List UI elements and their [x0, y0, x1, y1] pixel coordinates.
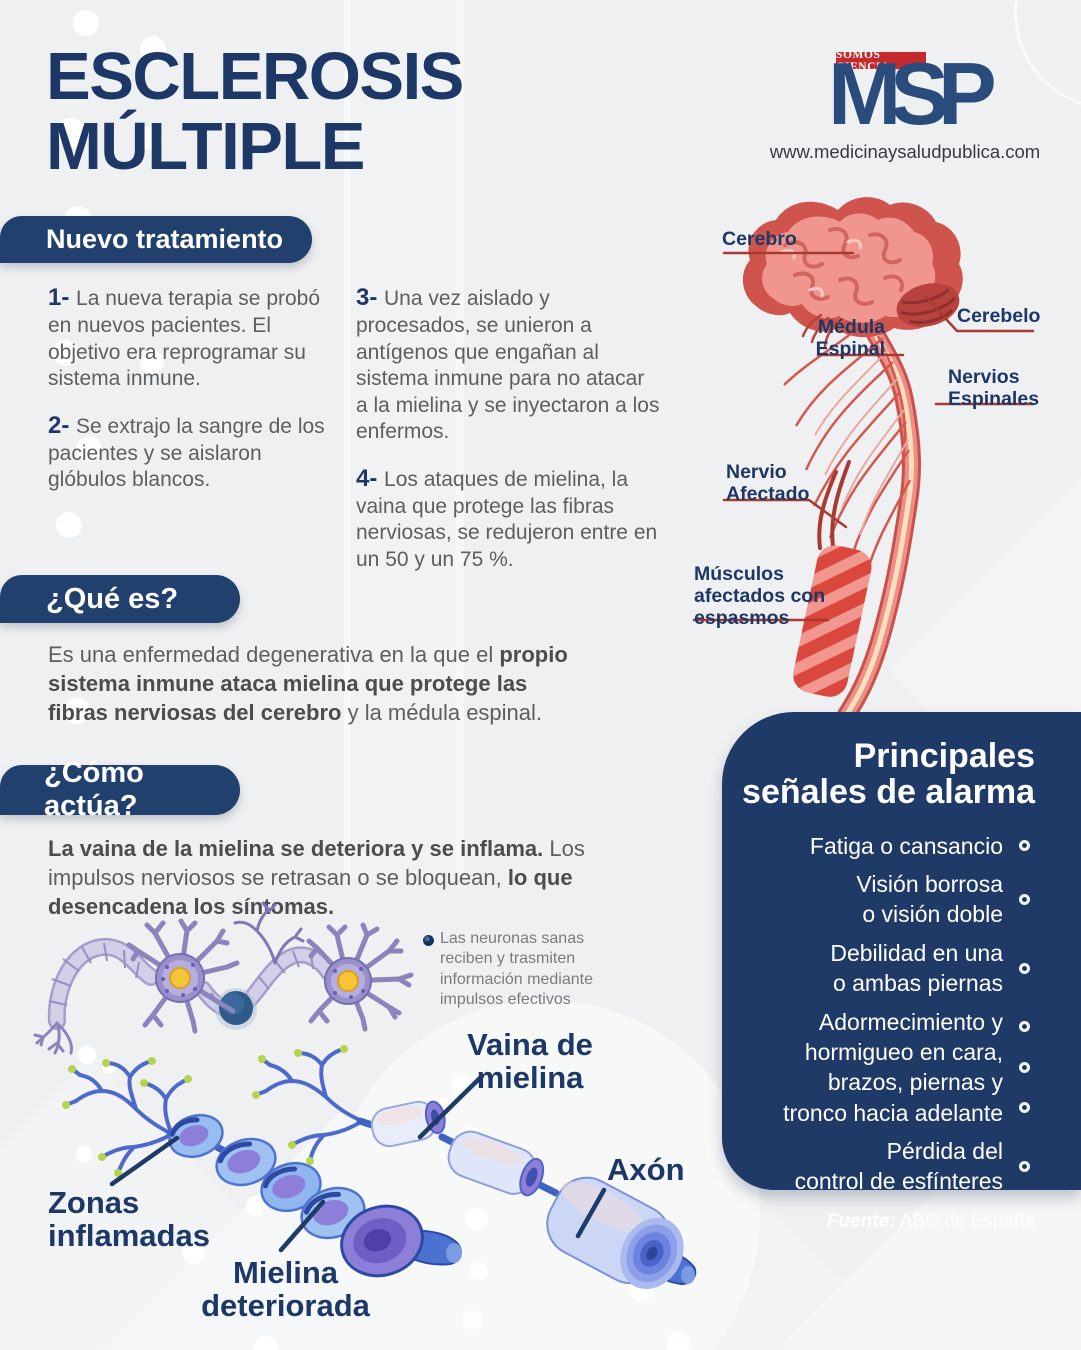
healthy-neurons-illustration [33, 901, 414, 1055]
label-mielina-deteriorada: Mielina deteriorada [201, 1255, 370, 1324]
section-header-que-es: ¿Qué es? [0, 575, 240, 623]
background-ring [1014, 0, 1081, 110]
section-header-nuevo-tratamiento: Nuevo tratamiento [0, 216, 312, 263]
logo-website: www.medicinaysaludpublica.com [769, 141, 1041, 162]
deco-dot [78, 1046, 96, 1064]
deco-dot [56, 512, 82, 538]
bullet-dot-icon [1018, 1160, 1030, 1172]
brain-spine-illustration [692, 197, 1035, 757]
label-axon: Axón [607, 1152, 685, 1187]
deco-dot [246, 1196, 266, 1216]
leader-lines [692, 251, 1035, 622]
bullet-dot-icon [1018, 840, 1030, 852]
source-line: Fuente: ABC de España [740, 1211, 1035, 1233]
label-vaina-de-mielina: Vaina de mielina [467, 1027, 593, 1096]
label-musculos-espasmos: Músculos afectados con espasmos [694, 563, 826, 629]
deco-dot [76, 1146, 92, 1162]
leader-lines [109, 1073, 607, 1253]
treatment-step-3: 3- Una vez aislado y procesados, se unie… [356, 284, 660, 444]
background-stripe [352, 0, 454, 880]
bullet-dot-icon [1018, 1061, 1030, 1073]
deco-dot [56, 118, 86, 148]
bullet-dot-icon [1018, 893, 1030, 905]
deco-dot [140, 36, 166, 62]
section-header-como-actua: ¿Cómo actúa? [0, 757, 240, 822]
deco-dot [76, 436, 102, 462]
alarm-item: Fatiga o cansancio [740, 831, 1035, 861]
background-stripe [455, 0, 464, 880]
deco-dot [52, 340, 78, 366]
deco-dot [466, 1208, 488, 1230]
treatment-step-1: 1- La nueva terapia se probó en nuevos p… [48, 284, 321, 391]
treatment-steps-column-2: 3- Una vez aislado y procesados, se unie… [356, 283, 660, 591]
deco-dot [666, 1332, 690, 1350]
deco-dot [73, 10, 99, 36]
healthy-neurons-caption: Las neuronas sanas reciben y trasmiten i… [440, 930, 593, 1008]
alarm-panel-title: Principales señales de alarma [742, 737, 1035, 812]
bullet-dot-icon [1018, 1102, 1030, 1114]
deco-dot [462, 1310, 482, 1330]
deco-dot [140, 350, 164, 374]
page-title: ESCLEROSIS MÚLTIPLE [46, 39, 464, 184]
background-circle [330, 1000, 760, 1350]
deco-dot [138, 126, 162, 150]
deco-dot [182, 1242, 204, 1264]
treatment-step-4: 4- Los ataques de mielina, la vaina que … [356, 464, 658, 571]
deco-dot [64, 698, 90, 724]
label-medula-espinal: Médula Espinal [815, 316, 885, 360]
msp-logo: MSP [828, 44, 997, 143]
label-cerebelo: Cerebelo [957, 305, 1041, 327]
label-cerebro: Cerebro [722, 228, 797, 250]
how-acts-paragraph: La vaina de la mielina se deteriora y se… [48, 836, 585, 919]
treatment-steps-column-1: 1- La nueva terapia se probó en nuevos p… [48, 283, 340, 512]
treatment-step-2: 2- Se extrajo la sangre de los pacientes… [48, 411, 325, 492]
bullet-dot-icon [1018, 962, 1030, 974]
caption-bullet-icon [423, 935, 434, 946]
source-label: Fuente: [826, 1210, 896, 1232]
background-stripe [344, 0, 351, 880]
damaged-neuron-illustration [62, 1045, 697, 1289]
alarm-signals-panel: Principales señales de alarma Fatiga o c… [722, 712, 1081, 1232]
bullet-dot-icon [1018, 1021, 1030, 1033]
deco-dot [254, 1336, 278, 1350]
label-zonas-inflamadas: Zonas inflamadas [48, 1185, 210, 1254]
label-nervios-espinales: Nervios Espinales [948, 366, 1040, 410]
label-nervio-afectado: Nervio Afectado [726, 461, 810, 505]
source-text: ABC de España [899, 1210, 1035, 1232]
what-is-paragraph: Es una enfermedad degenerativa en la que… [48, 642, 568, 725]
deco-dot [470, 1262, 488, 1280]
